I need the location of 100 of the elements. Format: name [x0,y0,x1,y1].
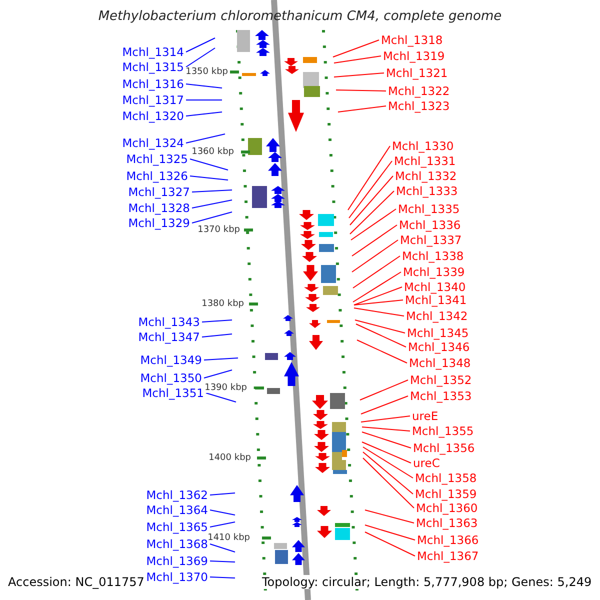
leader-line [186,84,222,88]
gene-label: Mchl_1335 [398,202,460,216]
leader-line [350,176,394,226]
leader-line [356,324,406,348]
leader-line [362,442,412,464]
scale-label: 1370 kbp [198,225,240,235]
gene-label: Mchl_1324 [122,136,184,150]
gene-label: Mchl_1367 [417,549,479,563]
scale-label: 1350 kbp [186,67,228,77]
leader-line [206,392,236,402]
leader-line [362,458,414,508]
leader-line [362,446,414,478]
gene-label: Mchl_1347 [138,330,200,344]
leader-line [210,544,236,552]
gene-label: Mchl_1318 [381,33,443,47]
leader-line [362,426,410,432]
gene-label: Mchl_1314 [122,45,184,59]
gene-label: Mchl_1316 [122,77,184,91]
leader-line [202,334,232,338]
gene-label: Mchl_1365 [146,520,208,534]
gene-label: Mchl_1351 [142,386,204,400]
leader-line [364,524,416,540]
leader-line [192,212,232,224]
leader-line [210,522,236,528]
leader-line [354,286,402,306]
gene-label: Mchl_1340 [404,280,466,294]
scale-label: 1380 kbp [202,299,244,309]
gene-label: Mchl_1332 [395,169,457,183]
gene-label: Mchl_1363 [416,516,478,530]
leader-line [360,380,408,400]
leader-line [364,532,416,556]
leader-line [354,300,404,306]
leader-line [202,320,232,322]
leader-line [360,396,408,414]
leader-line [352,272,402,302]
accession-text: Accession: NC_011757 [8,575,144,589]
gene-label: Mchl_1341 [405,293,467,307]
scale-label: 1390 kbp [204,383,247,393]
gene-label: ureE [412,409,438,423]
leader-line [362,432,412,448]
gene-label: Mchl_1369 [146,554,208,568]
leader-line [332,40,380,58]
gene-label: Mchl_1322 [388,84,450,98]
leader-line [348,160,392,218]
leader-line [352,240,398,272]
gene-label: Mchl_1366 [417,533,479,547]
scale-label: 1410 kbp [208,533,250,543]
gene-label: Mchl_1368 [146,537,208,551]
leader-line [364,510,414,524]
gene-label: Mchl_1329 [128,216,190,230]
genome-info-text: Topology: circular; Length: 5,777,908 bp; Genes: 5,249 [262,575,592,589]
leader-line [336,90,386,92]
gene-label: Mchl_1343 [138,315,200,329]
gene-label: Mchl_1346 [408,340,470,354]
leader-line [192,200,232,208]
leader-line [354,320,406,334]
leader-line [204,370,232,378]
leader-line [186,48,216,68]
gene-label: Mchl_1325 [126,152,188,166]
gene-label: Mchl_1359 [415,487,477,501]
leader-line [350,190,394,234]
gene-label: Mchl_1350 [140,371,202,385]
leader-line [350,208,396,240]
gene-label: Mchl_1315 [122,60,184,74]
scale-label: 1400 kbp [208,453,251,463]
leader-line [192,190,232,192]
leader-line [204,358,238,360]
gene-label: Mchl_1352 [410,373,472,387]
gene-label: Mchl_1353 [410,389,472,403]
gene-label: Mchl_1336 [399,218,461,232]
gene-label: Mchl_1333 [396,184,458,198]
leader-line [190,176,228,180]
gene-label: Mchl_1326 [126,169,188,183]
leader-line [362,452,414,494]
gene-label: Mchl_1355 [412,424,474,438]
leader-line [210,576,236,578]
leader-line [334,72,384,78]
title: Methylobacterium chloromethanicum CM4, complete genome [97,10,503,24]
leader-line [186,112,222,116]
leader-line [210,510,236,516]
gene-label: Mchl_1337 [400,233,462,247]
gene-label: Mchl_1317 [122,93,184,107]
gene-label: Mchl_1370 [146,570,208,584]
leader-line [210,560,236,562]
gene-label: Mchl_1327 [128,185,190,199]
gene-label: Mchl_1358 [415,471,477,485]
leader-line [186,134,226,144]
gene-label: Mchl_1345 [407,326,469,340]
gene-label: Mchl_1319 [383,49,445,63]
gene-label: Mchl_1320 [122,109,184,123]
leader-line [338,106,386,112]
leader-line [348,146,390,210]
leader-line [190,158,228,170]
leader-line [210,492,236,496]
gene-label: Mchl_1342 [406,309,468,323]
gene-label: Mchl_1349 [140,353,202,367]
leader-line [354,308,404,316]
gene-label: Mchl_1321 [386,66,448,80]
gene-label: Mchl_1356 [413,441,475,455]
gene-label: ureC [413,456,440,470]
